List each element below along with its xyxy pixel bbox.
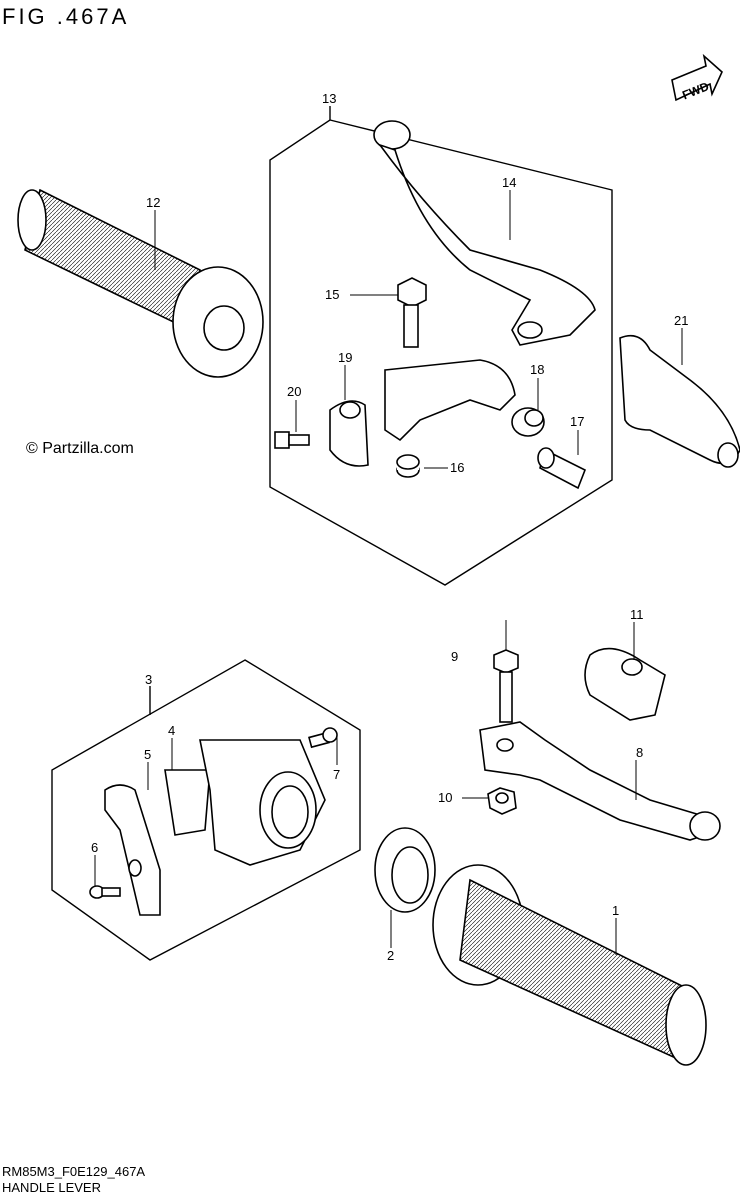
bolt-9 — [493, 649, 519, 723]
callout-17: 17 — [570, 414, 584, 429]
callout-9: 9 — [451, 649, 458, 664]
lever-cover-21 — [619, 334, 740, 468]
callout-7: 7 — [333, 767, 340, 782]
brake-lever — [479, 721, 721, 841]
right-grip — [432, 864, 707, 1066]
leader-lines — [94, 190, 683, 955]
callout-21: 21 — [674, 313, 688, 328]
clutch-lever — [373, 120, 596, 346]
callout-16: 16 — [450, 460, 464, 475]
left-grip — [17, 188, 264, 378]
bolt-15 — [397, 277, 427, 348]
watermark: © Partzilla.com — [26, 440, 134, 457]
callout-18: 18 — [530, 362, 544, 377]
callout-14: 14 — [502, 175, 516, 190]
group-box-13 — [269, 119, 613, 586]
screw-20 — [274, 431, 310, 449]
grip-flange-2 — [374, 827, 436, 913]
callout-5: 5 — [144, 747, 151, 762]
group-box-3 — [51, 659, 361, 961]
callout-20: 20 — [287, 384, 301, 399]
throttle-plate-5 — [104, 784, 161, 916]
callout-3: 3 — [145, 672, 152, 687]
callout-1: 1 — [612, 903, 619, 918]
collar-16 — [396, 454, 420, 478]
callout-13: 13 — [322, 91, 336, 106]
callout-4: 4 — [168, 723, 175, 738]
figure-title: FIG .467A — [2, 4, 130, 29]
callout-2: 2 — [387, 948, 394, 963]
throttle-housing — [199, 739, 326, 866]
throttle-case-4 — [164, 769, 211, 836]
callout-12: 12 — [146, 195, 160, 210]
callout-19: 19 — [338, 350, 352, 365]
footer-code: RM85M3_F0E129_467A — [2, 1164, 146, 1179]
fwd-arrow-icon: FWD — [671, 53, 723, 102]
adjuster-bolt-17 — [537, 447, 587, 490]
callout-15: 15 — [325, 287, 339, 302]
callout-6: 6 — [91, 840, 98, 855]
callout-11: 11 — [630, 607, 644, 622]
callout-10: 10 — [438, 790, 452, 805]
screw-7 — [308, 727, 338, 749]
adjuster-nut-18 — [511, 407, 545, 437]
callout-8: 8 — [636, 745, 643, 760]
footer-name: HANDLE LEVER — [2, 1180, 101, 1195]
screw-6 — [89, 885, 121, 899]
nut-10 — [487, 787, 517, 815]
lever-cover-11 — [584, 647, 666, 721]
lever-holder — [329, 359, 516, 467]
